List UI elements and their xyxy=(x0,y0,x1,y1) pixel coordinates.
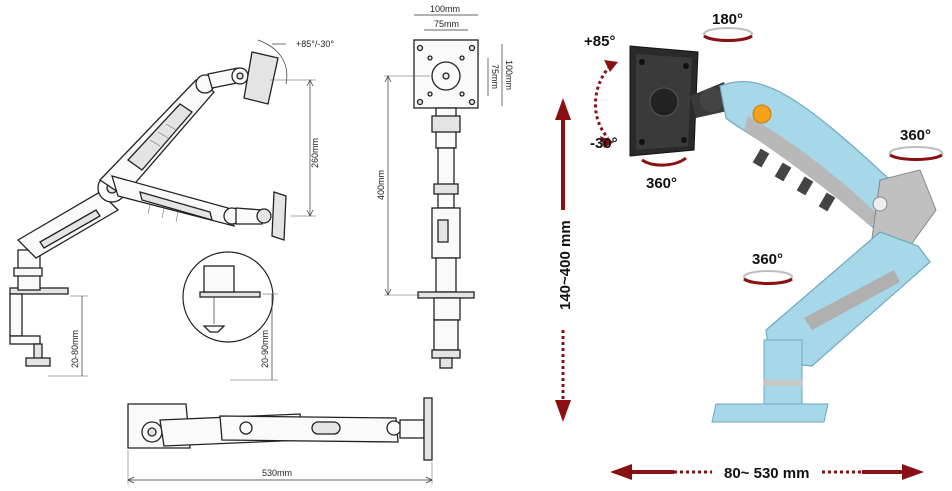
tilt-down-label: -30° xyxy=(590,135,618,152)
clamp-20-90-label: 20-90mm xyxy=(260,330,270,368)
base-rotation-360-label: 360° xyxy=(752,251,783,268)
clamp-20-80-label: 20-80mm xyxy=(70,330,80,368)
tilt-up-label: +85° xyxy=(584,33,615,50)
reach-530-label: 530mm xyxy=(262,468,292,478)
tilt-range-label: +85°/-30° xyxy=(296,39,334,49)
swivel-180-label: 180° xyxy=(712,11,743,28)
height-range-label: 140~400 mm xyxy=(557,220,574,310)
side-view-drawing: +85°/-30° 260mm 20-80mm xyxy=(9,39,334,377)
vesa-75-top-label: 75mm xyxy=(434,19,459,29)
vesa-75-side-label: 75mm xyxy=(490,64,500,89)
clamp-detail-circle: 20-90mm xyxy=(182,251,278,381)
arm-rotation-360-label: 360° xyxy=(900,127,931,144)
reach-range-label: 80~ 530 mm xyxy=(724,465,809,482)
height-260-label: 260mm xyxy=(310,138,320,168)
plate-height-label: 100mm xyxy=(504,60,514,90)
top-view-drawing: 530mm xyxy=(127,397,433,484)
product-view: +85° -30° 180° 360° 360° 360° 140~400 mm… xyxy=(555,11,943,482)
plate-width-label: 100mm xyxy=(430,4,460,14)
front-view-drawing: 100mm 75mm 75mm 100mm 400mm xyxy=(376,4,514,369)
plate-rotation-360-label: 360° xyxy=(646,175,677,192)
height-400-label: 400mm xyxy=(376,170,386,200)
